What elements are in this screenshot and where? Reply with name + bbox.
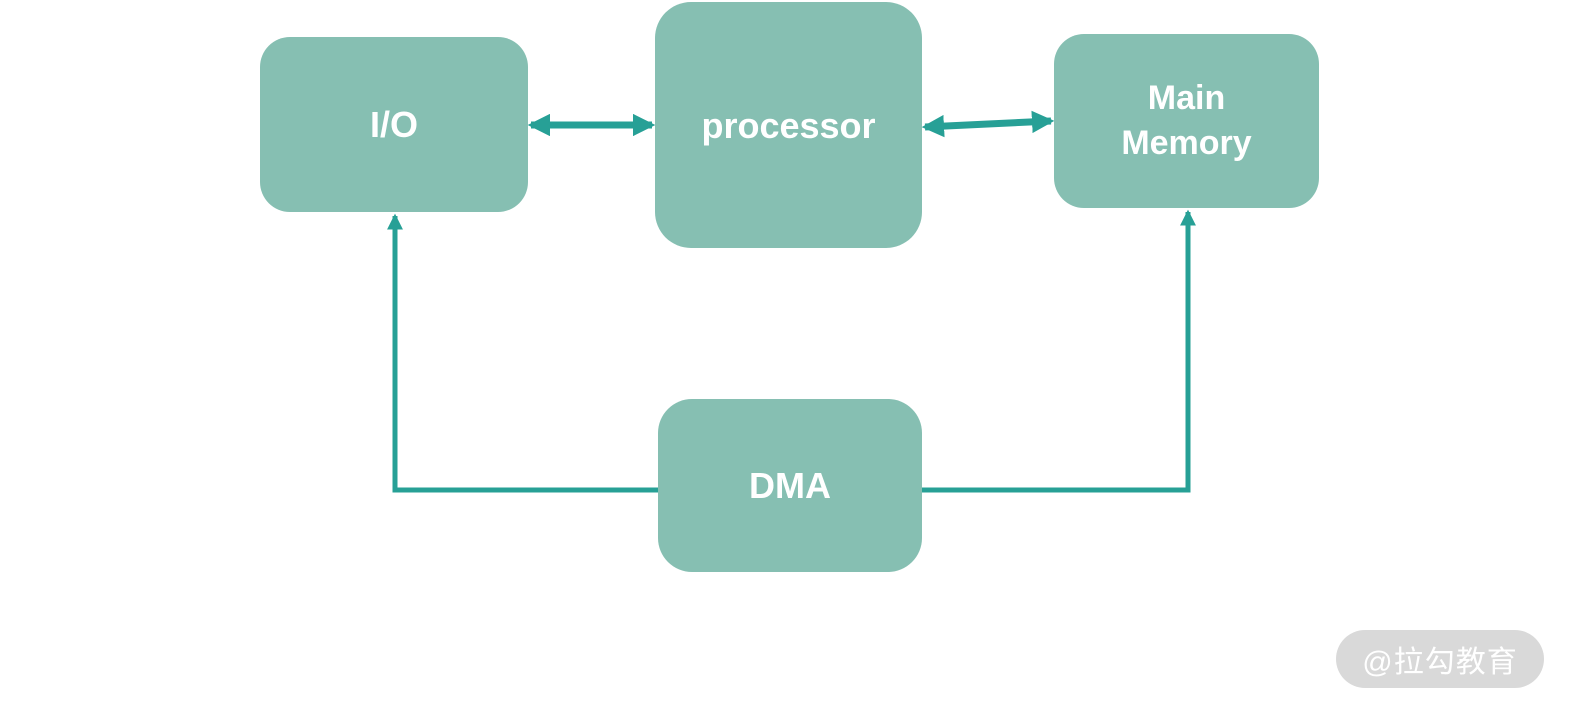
processor-node-label: processor [701, 104, 876, 146]
io-node: I/O [260, 37, 528, 212]
watermark-badge: @拉勾教育 [1336, 630, 1544, 688]
dma-io-arrow [386, 213, 660, 493]
watermark-label: @拉勾教育 [1362, 646, 1518, 679]
main-memory-node-label: Main Memory [1121, 79, 1252, 162]
dma-node: DMA [658, 399, 922, 572]
processor-mainmemory-double-arrow [921, 110, 1055, 138]
processor-node: processor [655, 2, 922, 248]
dma-node-label: DMA [749, 465, 831, 506]
dma-mainmemory-arrow [920, 209, 1197, 493]
io-node-label: I/O [369, 104, 418, 145]
main-memory-node: Main Memory [1054, 34, 1319, 208]
